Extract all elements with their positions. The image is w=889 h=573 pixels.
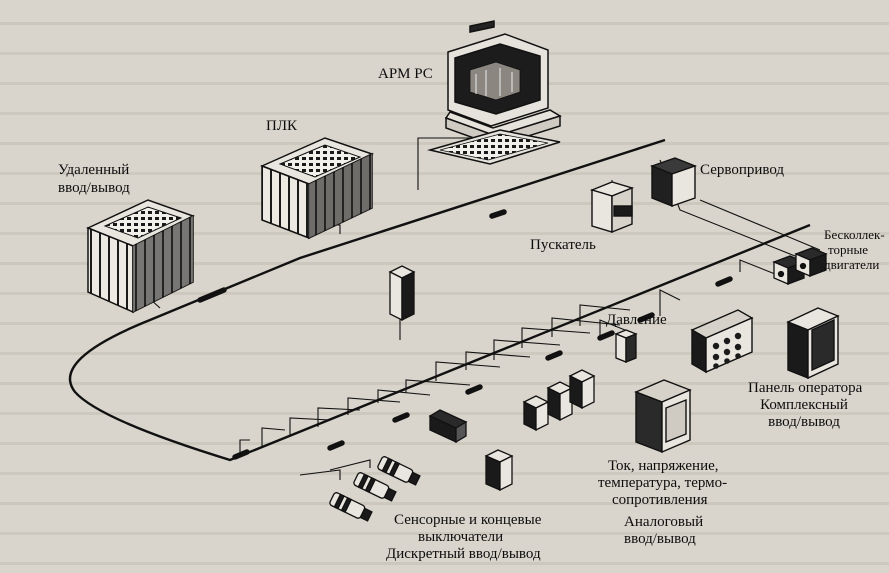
label-analog-line3: сопротивления [612,492,708,508]
keypad-panel [690,309,754,374]
starter-device [589,181,635,234]
label-analog-io-line1: Аналоговый [624,514,704,530]
label-motors-line1: Бесколлек- [824,227,885,242]
label-motors-line2: торные [828,242,868,257]
pressure-sensor [614,329,638,363]
label-analog-line2: температура, термо- [598,475,728,491]
label-remote-io-line1: Удаленный [58,162,130,178]
remote-io-rack [86,199,195,314]
discrete-io-blocks [388,265,596,492]
drop-lines [139,137,821,480]
label-discrete-io: Дискретный ввод/вывод [386,546,541,562]
cable-connectors [197,209,733,460]
label-servo: Сервопривод [700,162,785,178]
plc-rack [260,137,374,240]
servo-drive [650,157,697,208]
label-pressure: Давление [606,312,667,328]
label-remote-io-line2: ввод/вывод [58,180,130,196]
label-arm-pc: АРМ РС [378,66,433,82]
label-operator-panel: Панель оператора [748,380,863,396]
label-sensors-line1: Сенсорные и концевые [394,512,542,528]
label-complex-io: Комплексный [760,397,848,413]
workstation-computer [427,20,562,165]
label-sensors-line2: выключатели [418,529,504,545]
analog-io-module [634,379,692,454]
label-motors-line3: двигатели [824,257,880,272]
label-plc: ПЛК [266,118,298,134]
operator-panel [786,307,840,380]
network-cable [68,138,811,462]
label-analog-line1: Ток, напряжение, [608,458,719,474]
label-complex-io-line2: ввод/вывод [768,414,840,430]
label-analog-io-line2: ввод/вывод [624,531,696,547]
proximity-sensors [329,456,421,522]
brushless-motors [772,247,828,285]
label-starter: Пускатель [530,237,596,253]
